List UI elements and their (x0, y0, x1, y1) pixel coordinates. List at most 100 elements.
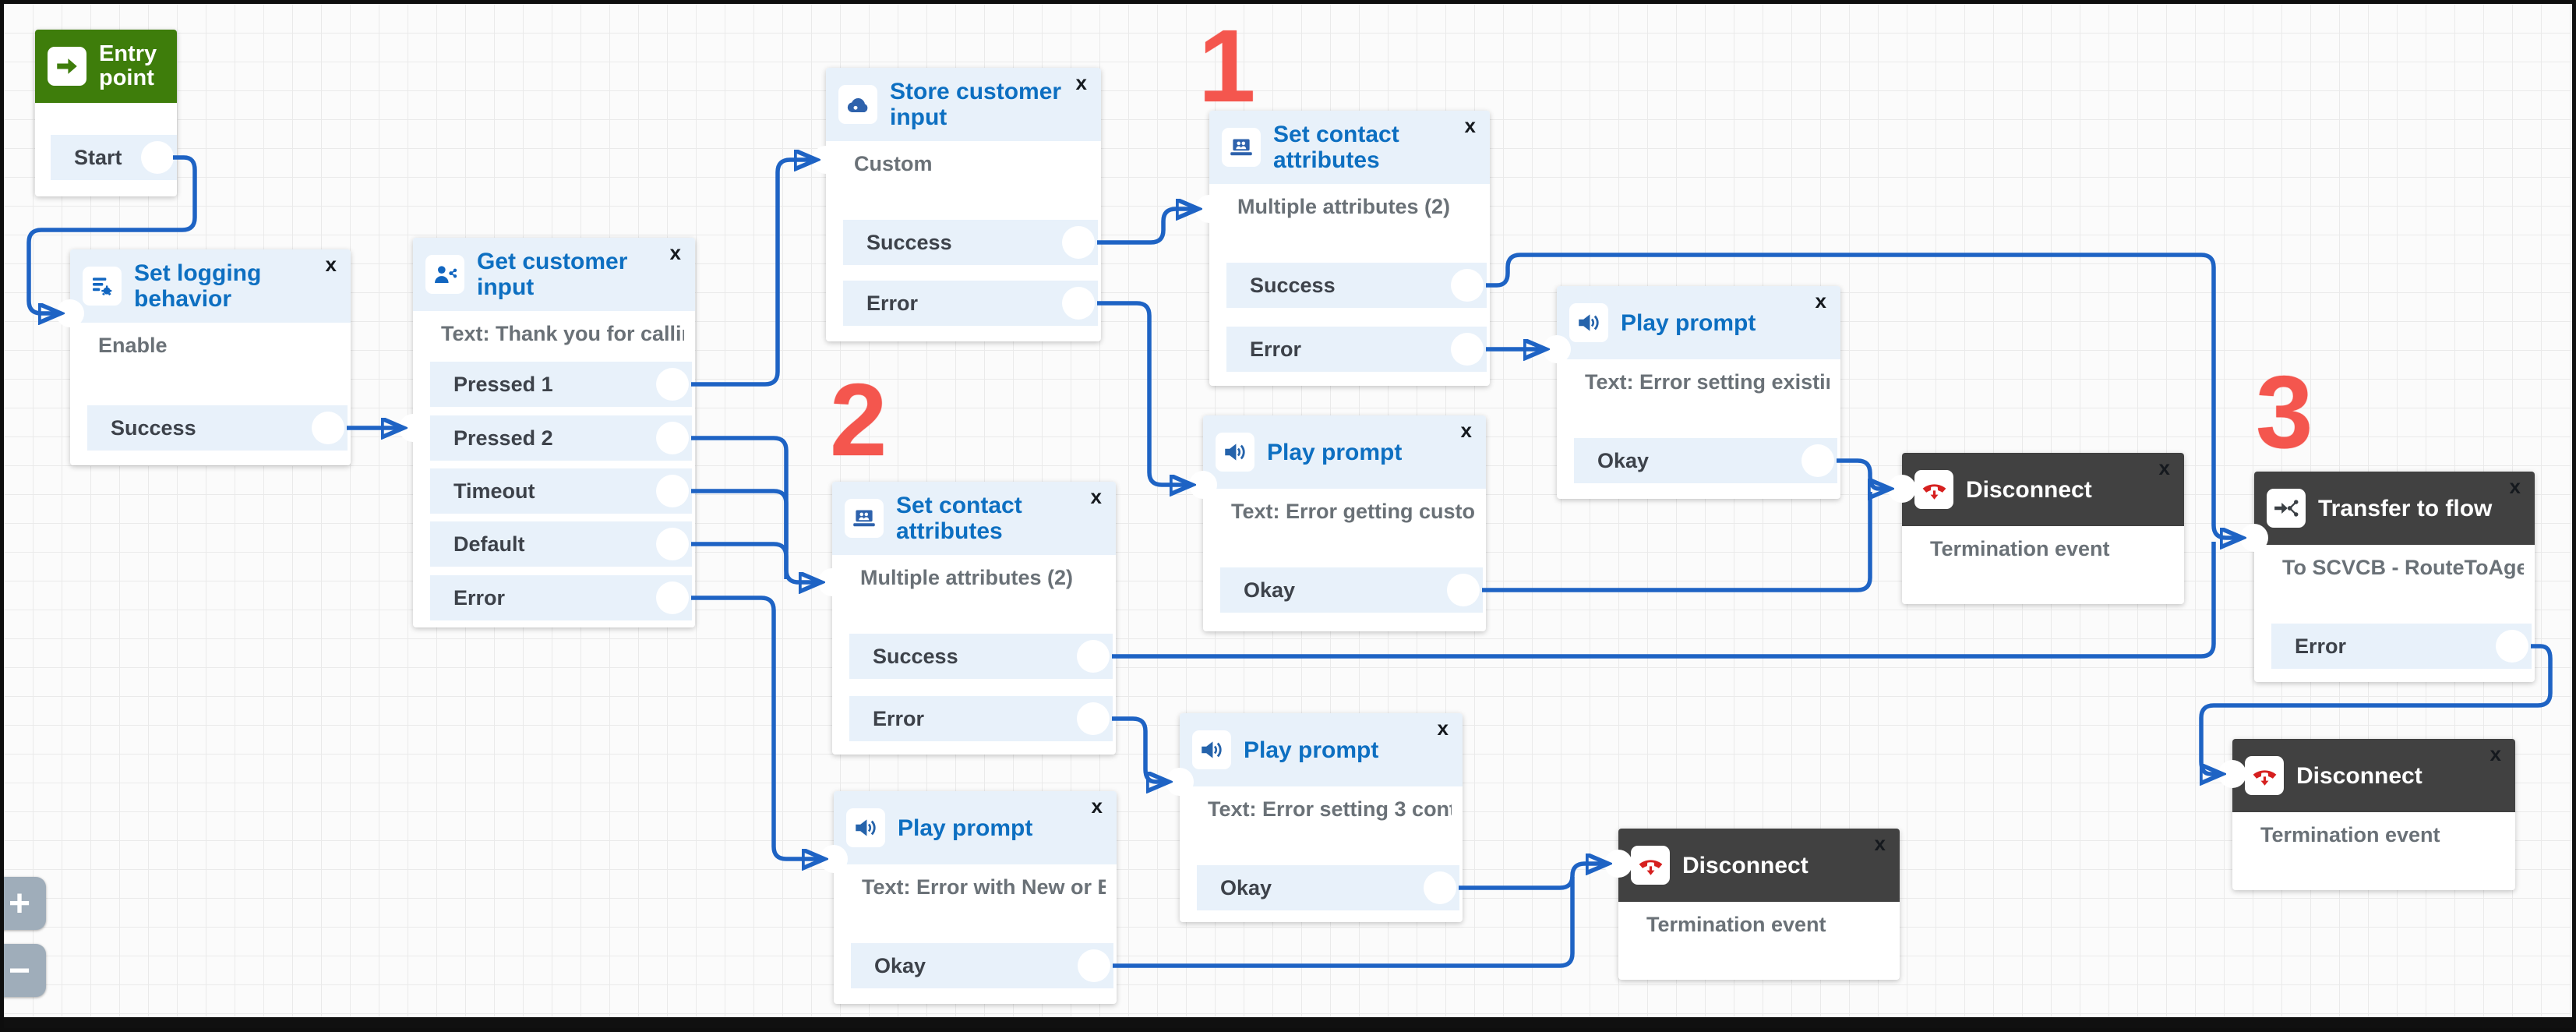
step-annotation-1: 1 (1198, 9, 1256, 123)
output-label: Error (1250, 337, 1302, 361)
output-port[interactable] (656, 475, 689, 507)
output-port[interactable] (1801, 444, 1834, 477)
input-port[interactable] (1189, 471, 1217, 499)
output-port[interactable] (1447, 574, 1480, 606)
output-port[interactable] (656, 581, 689, 614)
close-icon[interactable]: x (1460, 419, 1472, 442)
node-title: Set logging behavior (134, 260, 262, 312)
output-port[interactable] (1451, 333, 1484, 366)
output-row-success: Success (87, 405, 348, 451)
connection-store-customer-input.error-to-play-prompt-error-getting[interactable] (1097, 301, 1190, 485)
output-row-error: Error (1226, 327, 1487, 372)
connection-play-prompt-error-getting.okay-to-disconnect-1[interactable] (1482, 492, 1872, 592)
input-port[interactable] (399, 414, 427, 442)
output-port[interactable] (312, 412, 344, 444)
input-port[interactable] (812, 146, 840, 174)
output-port[interactable] (656, 368, 689, 401)
connection-set-contact-attributes-2.error-to-play-prompt-error-setting-3[interactable] (1112, 716, 1166, 782)
connection-get-customer-input.timeout-to-set-contact-attributes-2[interactable] (691, 489, 789, 550)
close-icon[interactable]: x (1464, 114, 1476, 137)
minus-icon: − (8, 949, 31, 991)
output-port[interactable] (656, 422, 689, 454)
close-icon[interactable]: x (1090, 485, 1102, 508)
node-parameter: Text: Error setting 3 contac... (1208, 797, 1452, 821)
close-icon[interactable]: x (2509, 475, 2521, 498)
step-annotation-2: 2 (830, 362, 887, 477)
close-icon[interactable]: x (1091, 794, 1103, 818)
input-port[interactable] (1888, 475, 1916, 503)
output-port[interactable] (141, 141, 174, 174)
node-title: Entry point (99, 41, 157, 90)
close-icon[interactable]: x (2158, 456, 2170, 479)
input-port[interactable] (1543, 335, 1571, 363)
node-header: Entry point (35, 30, 177, 103)
output-port[interactable] (1424, 871, 1456, 904)
input-port[interactable] (1166, 768, 1194, 796)
disconnect-icon (1631, 846, 1670, 885)
node-title: Transfer to flow (2318, 495, 2493, 521)
input-port[interactable] (820, 845, 848, 873)
input-port[interactable] (2240, 524, 2268, 552)
output-row-okay: Okay (1197, 865, 1459, 910)
close-icon[interactable]: x (669, 241, 681, 264)
input-port[interactable] (818, 568, 846, 596)
output-row-success: Success (843, 220, 1098, 265)
output-port[interactable] (1077, 702, 1110, 735)
close-icon[interactable]: x (325, 253, 337, 276)
input-port[interactable] (1195, 195, 1223, 223)
output-port[interactable] (1062, 226, 1095, 259)
connection-play-prompt-error-setting-3.okay-to-disconnect-2[interactable] (1459, 864, 1606, 890)
close-icon[interactable]: x (1874, 832, 1886, 855)
close-icon[interactable]: x (1815, 289, 1826, 313)
transfer-to-flow-icon (2267, 489, 2306, 528)
input-port[interactable] (1604, 850, 1632, 878)
output-port[interactable] (2496, 630, 2528, 663)
input-port[interactable] (2218, 760, 2246, 788)
output-port[interactable] (1077, 640, 1110, 673)
close-icon[interactable]: x (1075, 71, 1087, 94)
output-row-error: Error (849, 696, 1113, 741)
zoom-out-button[interactable]: − (4, 944, 46, 997)
output-port[interactable] (1062, 287, 1095, 320)
connection-get-customer-input.pressed-1-to-store-customer-input[interactable] (691, 160, 814, 387)
node-parameter: Custom (854, 152, 933, 175)
output-port[interactable] (1451, 269, 1484, 302)
disconnect-icon (2245, 756, 2284, 795)
node-title: Disconnect (1682, 852, 1808, 878)
close-icon[interactable]: x (1437, 716, 1449, 740)
input-port[interactable] (56, 299, 84, 327)
node-title: Disconnect (1966, 476, 2092, 503)
output-row-okay: Okay (1220, 567, 1483, 613)
zoom-in-button[interactable]: + (4, 877, 46, 930)
get-customer-input-icon (425, 255, 464, 294)
output-row-error: Error (430, 575, 692, 620)
output-port[interactable] (1078, 949, 1110, 982)
connection-get-customer-input.pressed-2-to-set-contact-attributes-2[interactable] (691, 436, 819, 582)
connection-store-customer-input.success-to-set-contact-attributes-1[interactable] (1097, 209, 1196, 245)
connection-play-prompt-error-setting-existing.okay-to-disconnect-1[interactable] (1837, 458, 1888, 489)
connection-get-customer-input.error-to-play-prompt-new-or-existing[interactable] (691, 596, 822, 859)
connection-get-customer-input.default-to-set-contact-attributes-2[interactable] (691, 542, 789, 579)
node-header: Play prompt (1203, 415, 1486, 489)
close-icon[interactable]: x (2490, 742, 2501, 765)
set-contact-attributes-icon (1222, 128, 1261, 167)
output-label: Okay (874, 953, 926, 977)
output-port[interactable] (656, 528, 689, 560)
output-label: Default (453, 532, 525, 556)
node-header: Transfer to flow (2254, 472, 2535, 545)
